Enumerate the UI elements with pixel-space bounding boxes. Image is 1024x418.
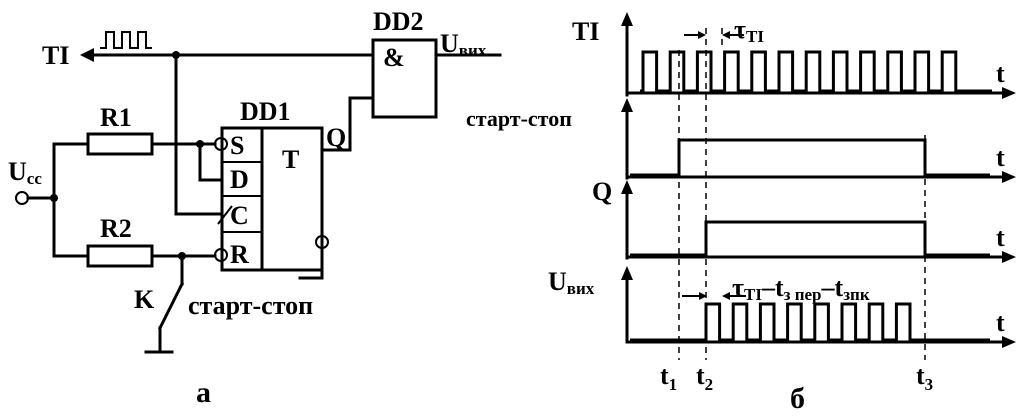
pin-r: R [230,240,249,269]
r2-label: R2 [100,214,132,243]
uvih-row-label: Uвих [548,267,595,298]
dd1-label: DD1 [240,97,291,126]
switch-k-label: K [134,285,155,314]
trigger-t-label: T [282,145,299,174]
panel-a-caption: а [196,376,211,409]
ucc-label: Ucc [8,157,42,188]
startstop-row-label: старт-стоп [466,106,572,131]
and-gate-dd2 [371,38,438,119]
switch-k [157,281,185,331]
delay-formula-label: τTI–tз пер–tзпк [732,273,870,304]
resistor-r2 [86,244,154,268]
resistor-r1 [86,132,154,156]
pin-d: D [230,165,249,194]
dd2-label: DD2 [373,7,424,36]
and-symbol: & [383,43,405,72]
startstop-waveform [630,138,990,177]
t-axis-label-4: t [996,308,1005,337]
ti-row-label: TI [572,17,599,46]
t-axis-label-1: t [996,59,1005,88]
uvih-output-waveform [630,302,990,342]
t-axis-label-3: t [996,223,1005,252]
ucc-terminal [15,191,29,205]
tau-ti-label: τTI [734,15,764,46]
q-row-label: Q [592,177,612,206]
t3-label: t3 [916,361,933,394]
r1-label: R1 [100,103,132,132]
q-out-label: Q [326,123,346,152]
switch-name: старт-стоп [188,291,313,320]
uvih-label: Uвих [440,29,487,60]
pin-s: S [230,131,244,160]
c-edge-mark [217,205,233,225]
schematic-panel: DD2 & Uвих TI DD1 S D C R T Q [8,7,502,409]
q-waveform [630,220,990,257]
s-to-d-wire [198,142,224,182]
ti-arrow-icon [80,48,94,62]
ti-clock-waveform [640,50,992,93]
t1-label: t1 [660,361,677,394]
trigger-dd1 [220,126,324,272]
ti-label: TI [42,41,69,70]
qbar-wire [298,246,324,280]
t-axis-label-2: t [996,143,1005,172]
panel-b-caption: б [790,382,805,415]
timing-panel: t t t t TI старт-стоп Q Uвих τTI τTI–tз … [466,12,1016,415]
pin-c: C [230,201,249,230]
q-to-gate-wire [320,96,375,152]
clock-pulse-icon [100,31,152,49]
t2-label: t2 [696,361,713,394]
